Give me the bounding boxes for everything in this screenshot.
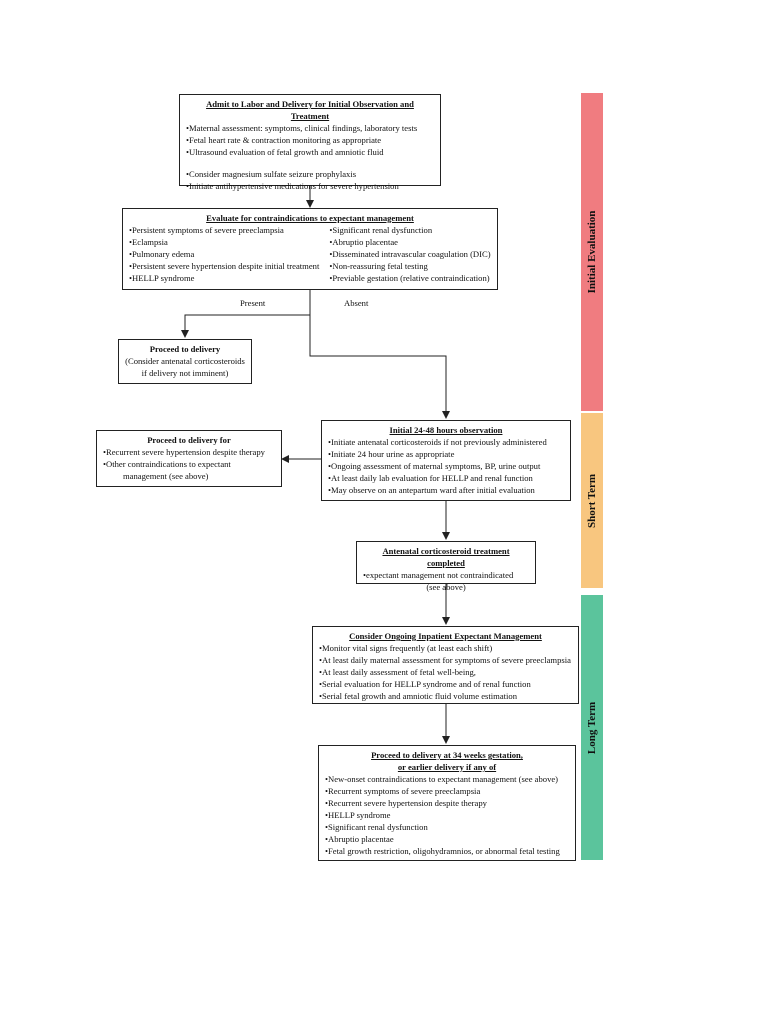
evaluate-left-list: Persistent symptoms of severe preeclamps… xyxy=(129,224,319,284)
observation-item: Initiate antenatal corticosteroids if no… xyxy=(328,436,564,448)
admit-item: Consider magnesium sulfate seizure proph… xyxy=(186,168,434,180)
ongoing-box: Consider Ongoing Inpatient Expectant Man… xyxy=(312,626,579,704)
ongoing-item: At least daily assessment of fetal well-… xyxy=(319,666,572,678)
delivery-for-item: Recurrent severe hypertension despite th… xyxy=(103,446,275,458)
delivery-for-title: Proceed to delivery for xyxy=(147,435,231,445)
delivery-box-contraindications: Proceed to delivery (Consider antenatal … xyxy=(118,339,252,384)
observation-item: May observe on an antepartum ward after … xyxy=(328,484,564,496)
final-item: HELLP syndrome xyxy=(325,809,569,821)
admit-item: Fetal heart rate & contraction monitorin… xyxy=(186,134,434,146)
evaluate-item: HELLP syndrome xyxy=(129,272,319,284)
evaluate-item: Previable gestation (relative contraindi… xyxy=(329,272,491,284)
evaluate-item: Non-reassuring fetal testing xyxy=(329,260,491,272)
ongoing-item: At least daily maternal assessment for s… xyxy=(319,654,572,666)
delivery-title: Proceed to delivery xyxy=(149,344,221,354)
final-item: Abruptio placentae xyxy=(325,833,569,845)
ongoing-item: Serial fetal growth and amniotic fluid v… xyxy=(319,690,572,702)
admit-item: Initiate antihypertensive medications fo… xyxy=(186,180,434,192)
delivery-for-cont: management (see above) xyxy=(123,471,209,481)
final-item: Recurrent severe hypertension despite th… xyxy=(325,797,569,809)
final-box: Proceed to delivery at 34 weeks gestatio… xyxy=(318,745,576,861)
delivery-for-item: Other contraindications to expectant xyxy=(103,458,275,470)
steroid-cont: (see above) xyxy=(426,582,466,592)
delivery-note-line: if delivery not imminent) xyxy=(141,368,229,378)
evaluate-item: Eclampsia xyxy=(129,236,319,248)
steroid-box: Antenatal corticosteroid treatment compl… xyxy=(356,541,536,592)
branch-absent-label: Absent xyxy=(344,298,369,308)
admit-box: Admit to Labor and Delivery for Initial … xyxy=(179,94,441,191)
observation-title: Initial 24-48 hours observation xyxy=(389,425,503,435)
evaluate-right-list: Significant renal dysfunction Abruptio p… xyxy=(329,224,491,284)
final-item: Significant renal dysfunction xyxy=(325,821,569,833)
final-item: New-onset contraindications to expectant… xyxy=(325,773,569,785)
evaluate-title: Evaluate for contraindications to expect… xyxy=(206,213,414,223)
evaluate-item: Disseminated intravascular coagulation (… xyxy=(329,248,491,260)
observation-item: Initiate 24 hour urine as appropriate xyxy=(328,448,564,460)
admit-item: Maternal assessment: symptoms, clinical … xyxy=(186,122,434,134)
ongoing-item: Monitor vital signs frequently (at least… xyxy=(319,642,572,654)
ongoing-title: Consider Ongoing Inpatient Expectant Man… xyxy=(349,631,542,641)
observation-item: At least daily lab evaluation for HELLP … xyxy=(328,472,564,484)
band-short-term: Short Term xyxy=(581,413,603,588)
observation-box: Initial 24-48 hours observation Initiate… xyxy=(321,420,571,501)
arrow-absent-to-observation xyxy=(309,315,450,419)
steroid-title: Antenatal corticosteroid treatment compl… xyxy=(382,546,510,568)
delivery-note-line: (Consider antenatal corticosteroids xyxy=(125,356,245,366)
band-long-term: Long Term xyxy=(581,595,603,860)
admit-item: Ultrasound evaluation of fetal growth an… xyxy=(186,146,434,158)
band-initial-evaluation: Initial Evaluation xyxy=(581,93,603,411)
branch-present-label: Present xyxy=(240,298,266,308)
final-item: Fetal growth restriction, oligohydramnio… xyxy=(325,845,569,857)
final-item: Recurrent symptoms of severe preeclampsi… xyxy=(325,785,569,797)
admit-title: Admit to Labor and Delivery for Initial … xyxy=(206,99,414,121)
final-title: Proceed to delivery at 34 weeks gestatio… xyxy=(371,750,523,760)
evaluate-item: Persistent symptoms of severe preeclamps… xyxy=(129,224,319,236)
evaluate-item: Persistent severe hypertension despite i… xyxy=(129,260,319,272)
steroid-item: expectant management not contraindicated xyxy=(363,569,529,581)
evaluate-item: Pulmonary edema xyxy=(129,248,319,260)
arrow-present-to-delivery xyxy=(181,290,311,338)
delivery-box-recurrent: Proceed to delivery for Recurrent severe… xyxy=(96,430,282,487)
evaluate-box: Evaluate for contraindications to expect… xyxy=(122,208,498,290)
final-subtitle: or earlier delivery if any of xyxy=(397,762,497,772)
observation-item: Ongoing assessment of maternal symptoms,… xyxy=(328,460,564,472)
ongoing-item: Serial evaluation for HELLP syndrome and… xyxy=(319,678,572,690)
evaluate-item: Abruptio placentae xyxy=(329,236,491,248)
evaluate-item: Significant renal dysfunction xyxy=(329,224,491,236)
